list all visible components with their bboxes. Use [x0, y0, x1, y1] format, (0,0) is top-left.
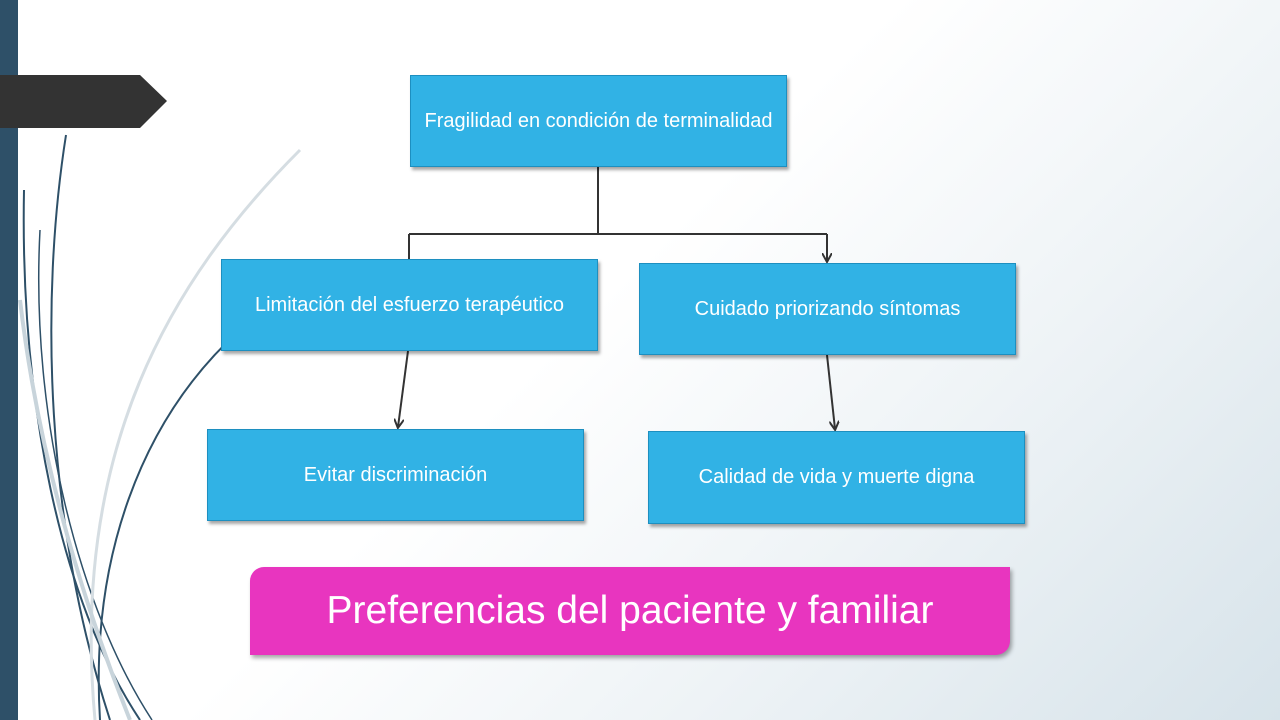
- preferencias-banner: Preferencias del paciente y familiar: [250, 567, 1010, 655]
- node-cuidado-label: Cuidado priorizando síntomas: [694, 297, 961, 320]
- node-evitar-label: Evitar discriminación: [303, 463, 488, 486]
- arrow-tab-shape: [0, 75, 167, 128]
- node-fragilidad: Fragilidad en condición de terminalidad: [410, 75, 787, 167]
- node-limitacion-label: Limitación del esfuerzo terapéutico: [254, 293, 565, 316]
- node-cuidado: Cuidado priorizando síntomas: [639, 263, 1016, 355]
- preferencias-banner-label: Preferencias del paciente y familiar: [326, 589, 934, 632]
- node-evitar: Evitar discriminación: [207, 429, 584, 521]
- left-accent-bar: [0, 0, 18, 720]
- node-fragilidad-label: Fragilidad en condición de terminalidad: [424, 109, 773, 132]
- node-calidad-label: Calidad de vida y muerte digna: [698, 466, 975, 488]
- node-calidad: Calidad de vida y muerte digna: [648, 431, 1025, 524]
- node-limitacion: Limitación del esfuerzo terapéutico: [221, 259, 598, 351]
